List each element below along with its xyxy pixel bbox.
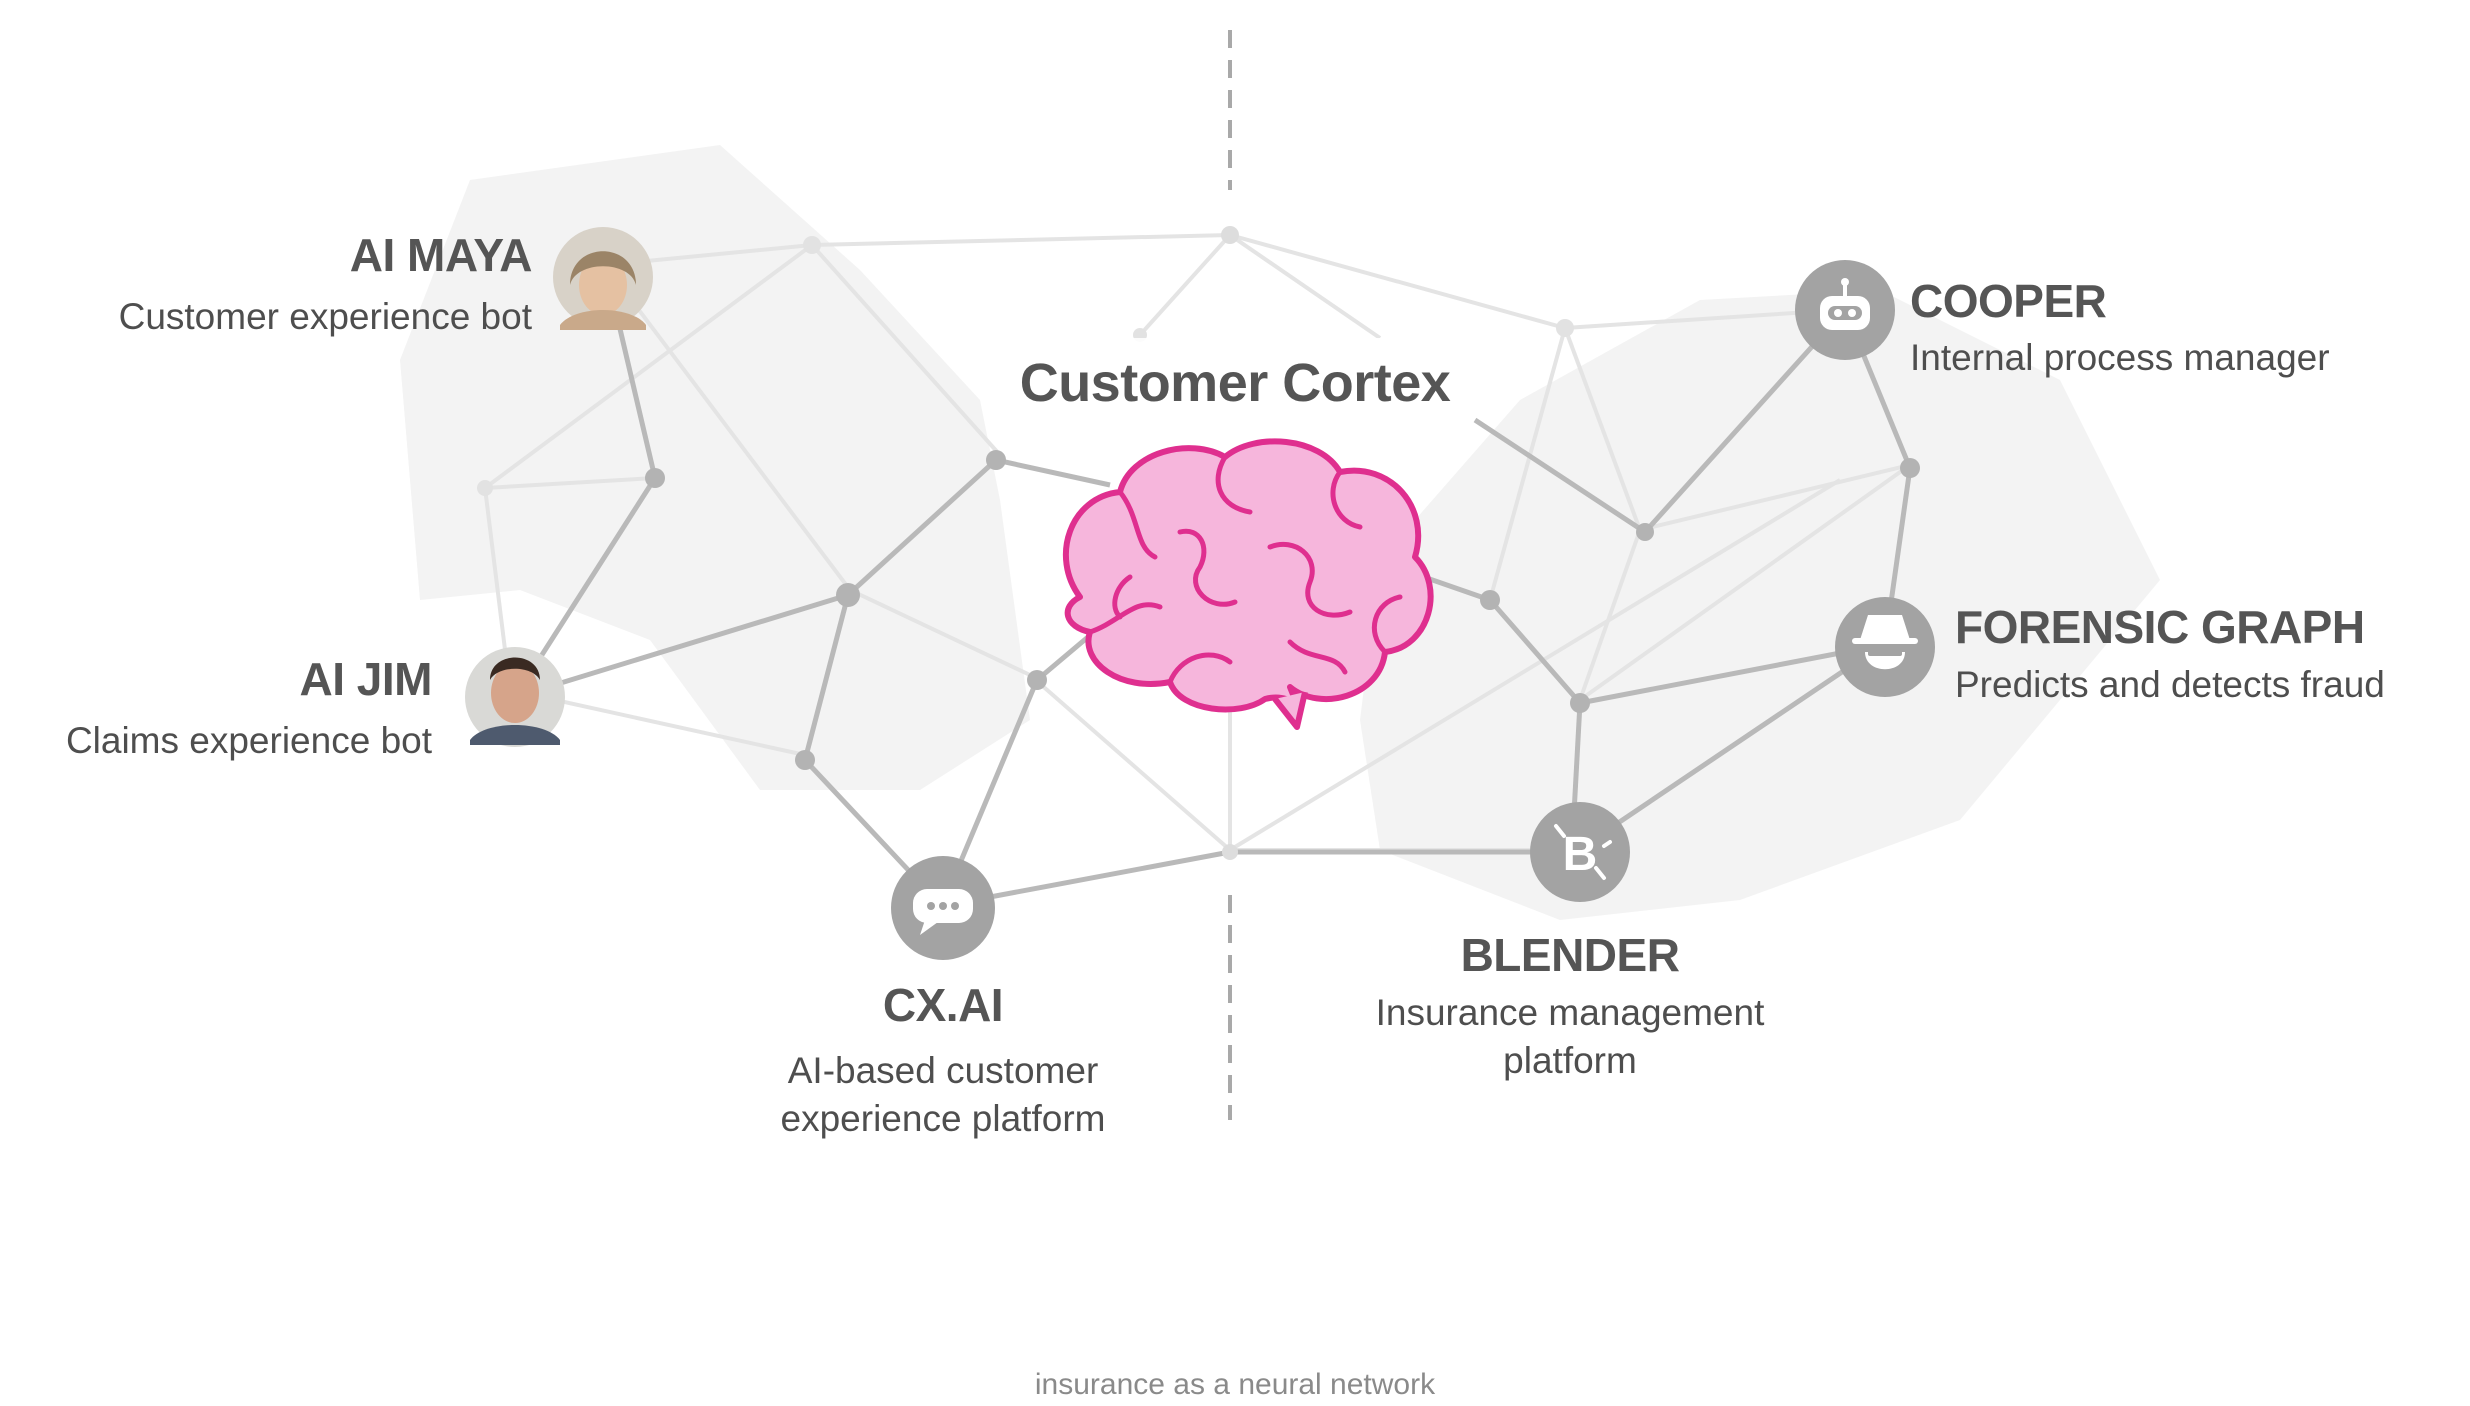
cooper-title: COOPER [1910, 275, 2107, 327]
center-title-backdrop [995, 338, 1465, 428]
ai-maya-subtitle: Customer experience bot [118, 296, 532, 337]
background-blobs [400, 145, 2160, 920]
right-blob [1360, 290, 2160, 920]
forensic-graph-subtitle: Predicts and detects fraud [1955, 664, 2385, 705]
ai-jim-subtitle: Claims experience bot [65, 720, 432, 761]
center-title: Customer Cortex [1019, 353, 1451, 413]
forensic-graph-title: FORENSIC GRAPH [1955, 601, 2365, 653]
blender-title: BLENDER [1460, 929, 1680, 981]
ai-maya-avatar [553, 227, 653, 330]
robot-icon [1795, 260, 1895, 360]
brain-icon [1062, 438, 1434, 730]
svg-text:B: B [1563, 828, 1598, 881]
faint-edges [483, 233, 1912, 852]
chat-bubble-icon [891, 856, 995, 960]
spy-icon [1835, 597, 1935, 697]
left-blob [400, 145, 1030, 790]
joint-nodes [477, 226, 1920, 860]
ai-jim-title: AI JIM [299, 653, 433, 705]
blender-subtitle-line2: platform [1503, 1040, 1637, 1081]
caption: insurance as a neural network [1034, 1368, 1436, 1401]
ai-jim-avatar [465, 647, 565, 747]
cooper-subtitle: Internal process manager [1910, 337, 2330, 378]
cx-ai-subtitle-line2: experience platform [780, 1098, 1106, 1139]
blender-b-icon: B [1530, 802, 1630, 902]
node-icons: B [465, 227, 1935, 960]
cx-ai-subtitle-line1: AI-based customer [787, 1050, 1099, 1091]
blender-subtitle-line1: Insurance management [1375, 992, 1765, 1033]
ai-maya-title: AI MAYA [349, 229, 533, 281]
cx-ai-title: CX.AI [882, 979, 1004, 1031]
